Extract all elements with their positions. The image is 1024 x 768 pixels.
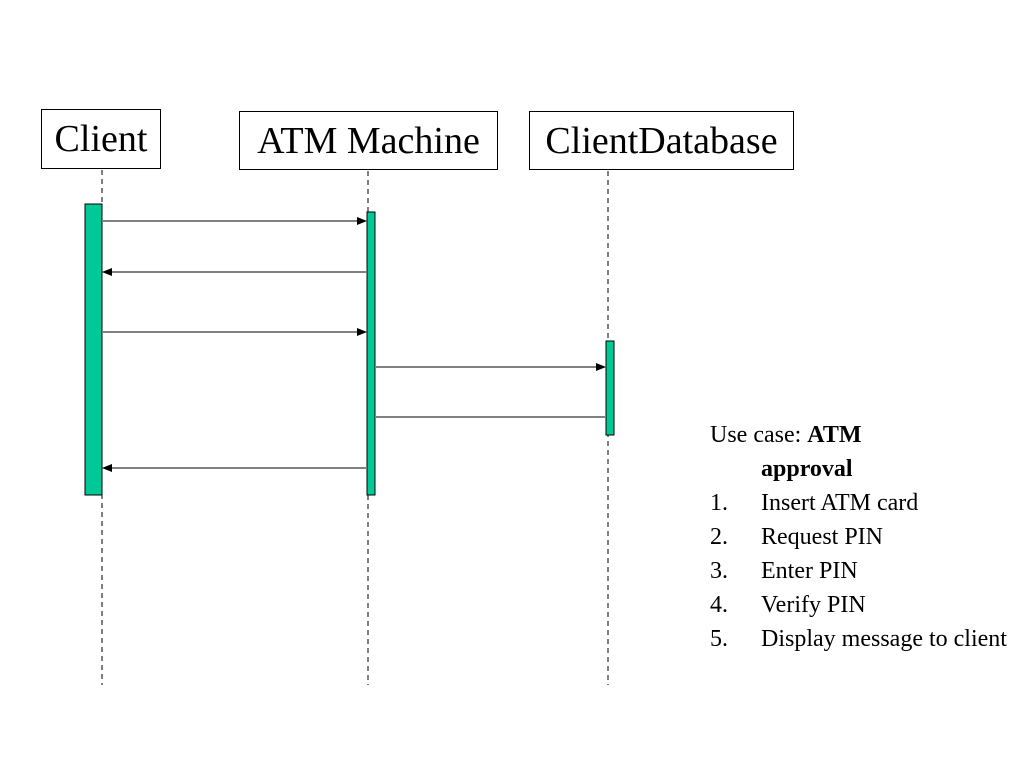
actor-client-label: Client (54, 118, 148, 160)
actor-client: Client (41, 109, 161, 169)
actor-atm-machine: ATM Machine (239, 111, 498, 170)
use-case-step: 4. Verify PIN (710, 588, 1010, 622)
use-case-step: 5. Display message to client (710, 622, 1010, 656)
step-number: 3. (710, 558, 728, 584)
actor-client-database-label: ClientDatabase (545, 119, 778, 162)
use-case-step: 3. Enter PIN (710, 554, 1010, 588)
step-number: 4. (710, 592, 728, 618)
use-case-step: 2. Request PIN (710, 520, 1010, 554)
step-number: 1. (710, 490, 728, 516)
actor-client-database: ClientDatabase (529, 111, 794, 170)
step-text: Request PIN (761, 524, 883, 550)
use-case-description: Use case: ATM approval 1. Insert ATM car… (710, 418, 1010, 656)
step-text: Display message to client (761, 626, 1007, 652)
use-case-title: Use case: ATM (710, 418, 1010, 452)
use-case-title-continued: approval (761, 456, 853, 482)
step-text: Enter PIN (761, 558, 858, 584)
use-case-step: 1. Insert ATM card (710, 486, 1010, 520)
use-case-title-bold-1: ATM (807, 422, 862, 448)
use-case-prefix: Use case: (710, 422, 808, 448)
use-case-steps: 1. Insert ATM card 2. Request PIN 3. Ent… (710, 486, 1010, 656)
step-text: Insert ATM card (761, 490, 919, 516)
actor-atm-machine-label: ATM Machine (257, 119, 480, 162)
step-number: 2. (710, 524, 728, 550)
activation-bar-atm-machine (366, 211, 376, 496)
step-text: Verify PIN (761, 592, 866, 618)
step-number: 5. (710, 626, 728, 652)
activation-bar-client-database (605, 340, 615, 436)
activation-bar-client (84, 203, 103, 496)
